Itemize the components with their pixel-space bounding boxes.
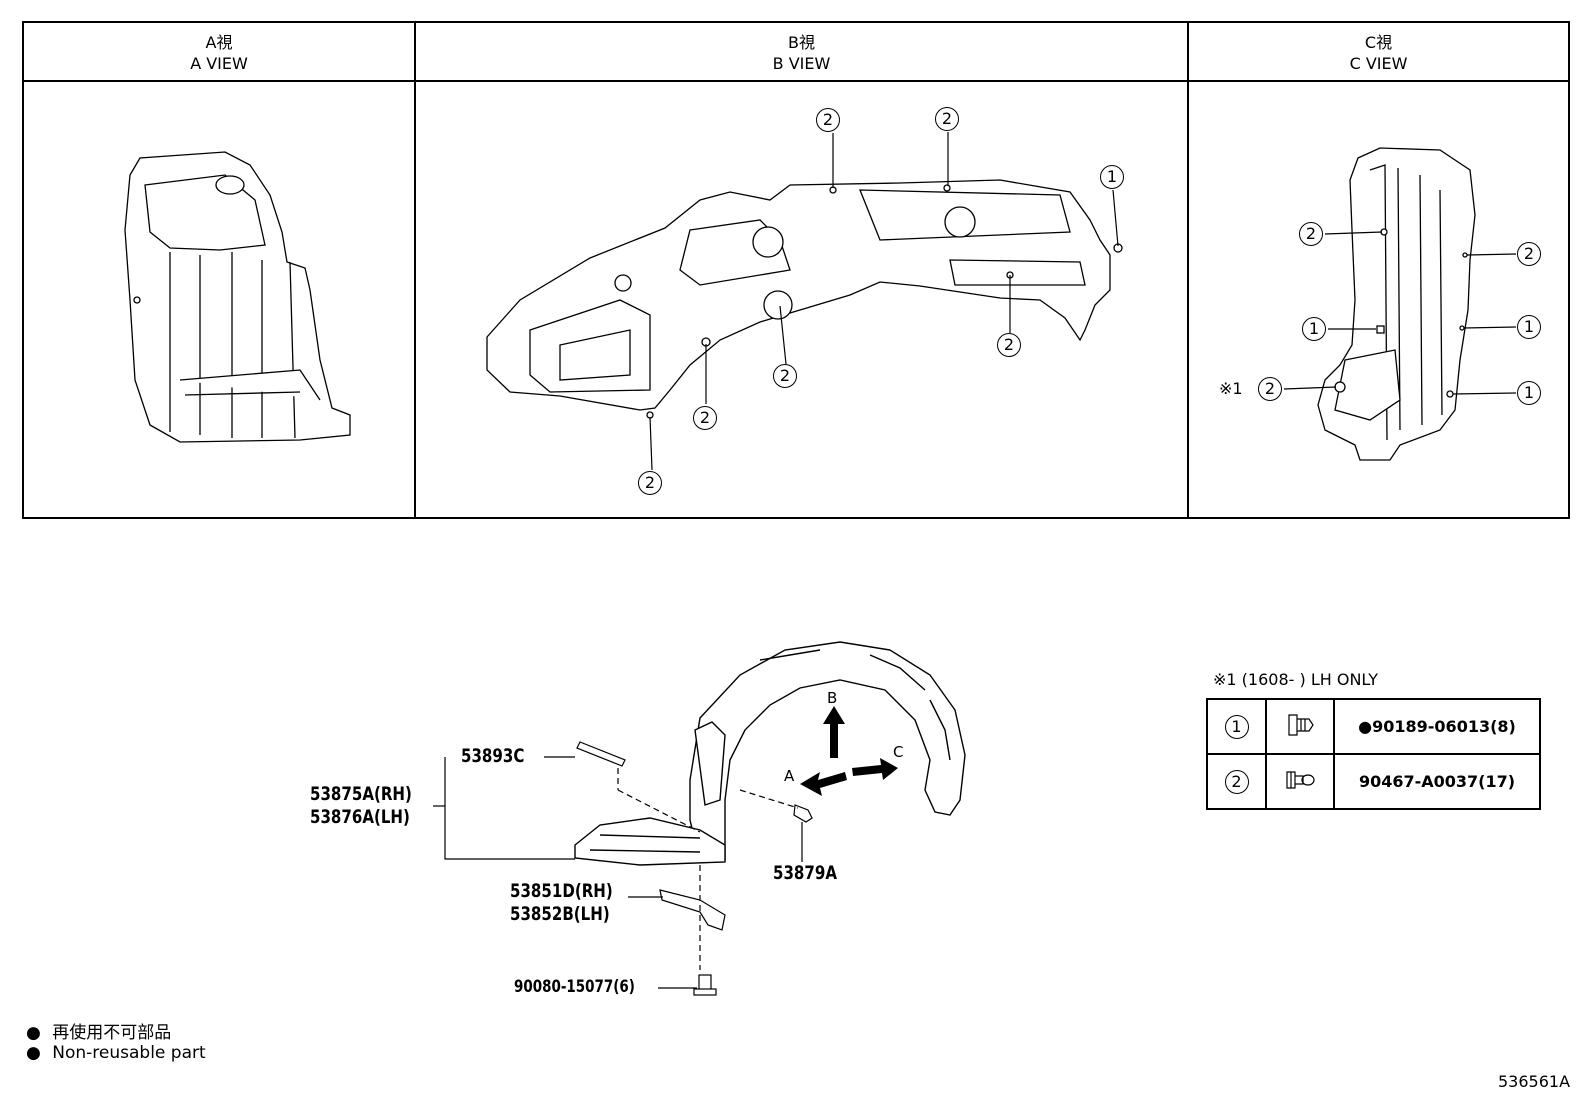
callout-1: 1: [1517, 381, 1541, 405]
c-view-drawing: [1317, 147, 1476, 461]
callout-2: 2: [1299, 222, 1323, 246]
diagram-id: 536561A: [1498, 1072, 1571, 1091]
legend-part-cell: 90467-A0037(17): [1333, 753, 1541, 810]
clip-53893c-drawing: [576, 741, 626, 767]
part-label-90080: 90080-15077(6): [514, 977, 635, 997]
bracket-53851d-drawing: [659, 889, 726, 931]
legend-row: 1 ●90189-06013(8): [1206, 698, 1541, 755]
arrow-b: [823, 706, 845, 758]
callout-2: 2: [816, 108, 840, 132]
part-label-53851d: 53851D(RH): [510, 880, 613, 902]
clip-icon: [1288, 713, 1314, 736]
callout-2: 2: [693, 406, 717, 430]
part-label-53876a: 53876A(LH): [310, 806, 410, 828]
callout-1: 1: [1517, 315, 1541, 339]
footnote-en-text: Non-reusable part: [52, 1043, 206, 1063]
legend-icon-cell: [1265, 753, 1335, 810]
b-view-leaders: [649, 132, 1119, 471]
legend-num-cell: 2: [1206, 753, 1267, 810]
fender-liner-drawing: [574, 641, 966, 866]
footnote-jp: ● 再使用不可部品: [26, 1018, 171, 1043]
legend-num-cell: 1: [1206, 698, 1267, 755]
callout-1: 1: [1100, 165, 1124, 189]
callout-2: 2: [1258, 377, 1282, 401]
legend-icon-cell: [1265, 698, 1335, 755]
c-view-header: C視 C VIEW: [1188, 32, 1569, 74]
b-view-drawing: [486, 179, 1123, 419]
bolt-90080-drawing: [693, 974, 717, 996]
arrow-a: [800, 772, 847, 796]
callout-2: 2: [1517, 242, 1541, 266]
callout-2: 2: [638, 471, 662, 495]
c-view-title-en: C VIEW: [1349, 54, 1408, 73]
assembly-dashed-lines: [617, 768, 799, 970]
screw-53879a-drawing: [793, 804, 813, 823]
callout-2: 2: [1224, 769, 1249, 794]
a-view-title-en: A VIEW: [190, 54, 248, 73]
legend-table: 1 ●90189-06013(8) 2: [1206, 698, 1541, 810]
a-view-header: A視 A VIEW: [23, 32, 415, 74]
part-label-53852b: 53852B(LH): [510, 903, 610, 925]
callout-2: 2: [773, 364, 797, 388]
c-view-note-marker: ※1: [1219, 379, 1243, 398]
footnote-en: ● Non-reusable part: [26, 1043, 206, 1063]
c-view-title-jp: C視: [1364, 33, 1393, 52]
part-label-53879a: 53879A: [773, 862, 837, 884]
b-view-header: B視 B VIEW: [415, 32, 1188, 74]
legend-part-cell: ●90189-06013(8): [1333, 698, 1541, 755]
b-view-title-jp: B視: [788, 33, 815, 52]
part-label-53893c: 53893C: [461, 745, 525, 767]
view-frame: [22, 21, 1570, 519]
legend-row: 2 90467-A0037(17): [1206, 753, 1541, 810]
callout-2: 2: [997, 333, 1021, 357]
part-leader-lines: [433, 756, 803, 989]
callout-1: 1: [1224, 714, 1249, 739]
arrow-label-a: A: [784, 767, 795, 785]
callout-1: 1: [1302, 317, 1326, 341]
clip-icon: [1286, 770, 1315, 789]
callout-2: 2: [935, 107, 959, 131]
b-view-title-en: B VIEW: [772, 54, 831, 73]
a-view-title-jp: A視: [205, 33, 233, 52]
legend-note: ※1 (1608- ) LH ONLY: [1213, 670, 1378, 689]
a-view-drawing: [124, 151, 351, 443]
non-reusable-bullet-icon: ●: [26, 1043, 41, 1063]
arrow-label-b: B: [827, 689, 838, 707]
direction-arrows: [800, 706, 898, 796]
arrow-c: [852, 758, 898, 780]
footnote-jp-text: 再使用不可部品: [52, 1023, 172, 1043]
arrow-label-c: C: [893, 743, 904, 761]
c-view-leaders: [1283, 231, 1517, 395]
part-label-53875a: 53875A(RH): [310, 783, 412, 805]
non-reusable-bullet-icon: ●: [26, 1023, 41, 1043]
